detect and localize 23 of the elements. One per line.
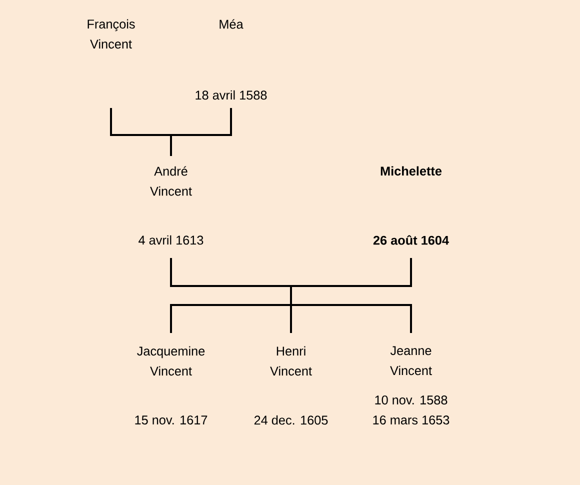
date-text: 24 dec. 1605 bbox=[254, 415, 328, 425]
family-line bbox=[170, 304, 291, 333]
family-line bbox=[110, 108, 171, 136]
date-text: 4 avril 1613 bbox=[138, 235, 204, 245]
date-text: 15 nov. 1617 bbox=[135, 416, 208, 424]
person-name: François Vincent bbox=[88, 19, 135, 49]
date-text: 26 août 1604 bbox=[373, 235, 449, 245]
person-name: André Vincent bbox=[150, 166, 192, 196]
person-name: Méa bbox=[220, 19, 244, 29]
family-line bbox=[290, 305, 292, 333]
family-line bbox=[171, 108, 232, 136]
family-line bbox=[290, 286, 292, 305]
person-name: Jacquemine Vincent bbox=[137, 346, 205, 376]
date-text: 16 mars 1653 bbox=[373, 416, 450, 424]
family-line bbox=[170, 135, 172, 156]
date-text: 18 avril 1588 bbox=[196, 90, 267, 100]
family-line bbox=[170, 258, 291, 287]
person-name: Jeanne Vincent bbox=[390, 346, 432, 376]
person-name: Henri Vincent bbox=[270, 346, 312, 376]
family-line bbox=[291, 258, 412, 287]
date-text: 10 nov. 1588 bbox=[375, 396, 448, 404]
person-name: Michelette bbox=[380, 166, 442, 176]
family-line bbox=[291, 304, 412, 333]
